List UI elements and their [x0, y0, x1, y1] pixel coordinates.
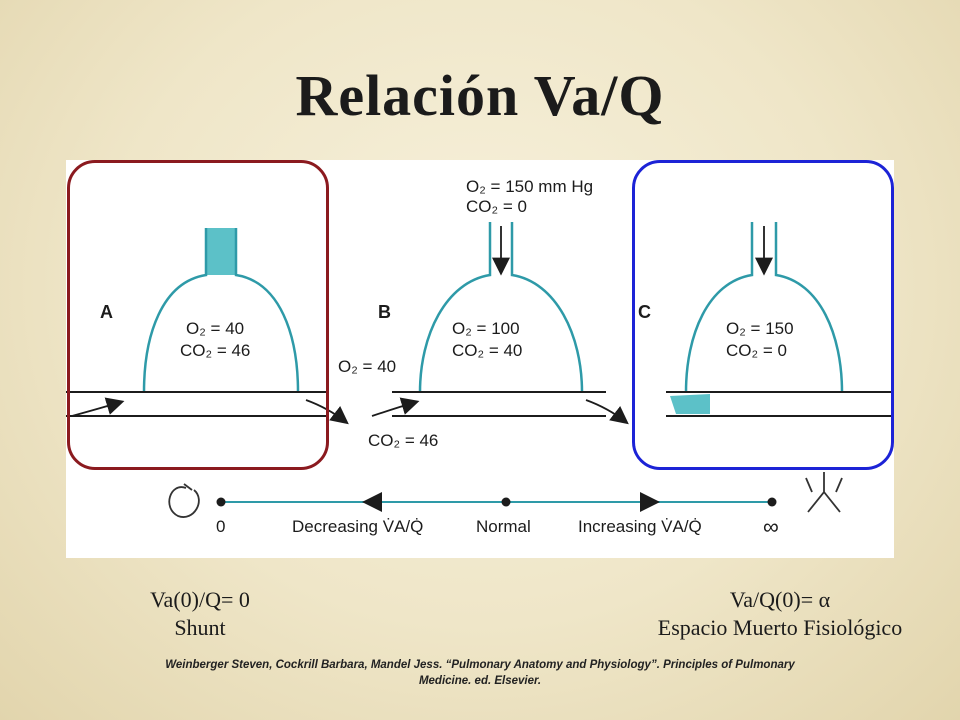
panel-b: O₂ = 150 mm Hg CO₂ = 0 B O₂ = 100 CO₂ = … [338, 177, 629, 450]
airway-blocked-fill [206, 228, 236, 275]
scale-infinity-label: ∞ [763, 514, 779, 539]
panel-c-letter: C [638, 302, 651, 322]
dead-space-airway-icon [805, 472, 843, 513]
inspired-co2: CO₂ = 0 [466, 197, 527, 216]
shunt-caption: Va(0)/Q= 0 Shunt [70, 586, 330, 642]
reference-citation: Weinberger Steven, Cockrill Barbara, Man… [100, 657, 860, 689]
capillary-blocked-fill [670, 394, 710, 414]
panel-a-co2: CO₂ = 46 [180, 341, 250, 360]
blood-in-arrow [371, 397, 420, 417]
blood-out-arrow [585, 399, 629, 425]
slide-title: Relación Va/Q [295, 63, 665, 128]
scale-increasing-label: Increasing V̇A/Q̇ [578, 517, 702, 536]
dead-space-caption: Va/Q(0)= α Espacio Muerto Fisiológico [620, 586, 940, 642]
panel-b-co2: CO₂ = 40 [452, 341, 522, 360]
panel-a-o2: O₂ = 40 [186, 319, 244, 338]
alveolus-wall-right [510, 222, 584, 393]
vaq-figure: A O₂ = 40 CO₂ = 46 O₂ = 150 mm Hg CO₂ = … [66, 160, 894, 558]
panel-b-letter: B [378, 302, 391, 322]
shunt-symbol-icon [168, 486, 200, 518]
scale-decreasing-label: Decreasing V̇A/Q̇ [292, 517, 423, 536]
venous-co2: CO₂ = 46 [368, 431, 438, 450]
panel-c: C O₂ = 150 CO₂ = 0 [638, 222, 894, 417]
scale-point-normal [501, 497, 511, 507]
dead-space-caption-label: Espacio Muerto Fisiológico [657, 615, 903, 640]
alveolus-wall-right [234, 228, 300, 393]
blood-out-arrow [305, 399, 349, 425]
venous-o2: O₂ = 40 [338, 357, 396, 376]
panel-c-co2: CO₂ = 0 [726, 341, 787, 360]
reference-line-1: Weinberger Steven, Cockrill Barbara, Man… [165, 659, 795, 671]
reference-line-2: Medicine. ed. Elsevier. [418, 675, 542, 687]
shunt-caption-formula: Va(0)/Q= 0 [150, 587, 250, 612]
shunt-caption-label: Shunt [174, 615, 226, 640]
alveolus-wall-left [684, 222, 754, 393]
panel-a: A O₂ = 40 CO₂ = 46 [66, 228, 349, 425]
panel-b-o2: O₂ = 100 [452, 319, 520, 338]
scale-normal-label: Normal [476, 517, 531, 536]
panel-a-letter: A [100, 302, 113, 322]
dead-space-caption-formula: Va/Q(0)= α [729, 587, 831, 612]
shunt-symbol-tick [183, 483, 193, 491]
alveolus-wall-left [418, 222, 492, 393]
alveolus-wall-right [774, 222, 844, 393]
scale-point-zero [216, 497, 226, 507]
panel-c-o2: O₂ = 150 [726, 319, 794, 338]
alveolus-wall-left [142, 228, 208, 393]
blood-in-arrow [71, 397, 125, 417]
inspired-o2: O₂ = 150 mm Hg [466, 177, 593, 196]
vaq-scale: 0 Decreasing V̇A/Q̇ Normal Increasing V̇… [168, 472, 843, 539]
scale-point-infinity [767, 497, 777, 507]
scale-zero-label: 0 [216, 517, 225, 536]
